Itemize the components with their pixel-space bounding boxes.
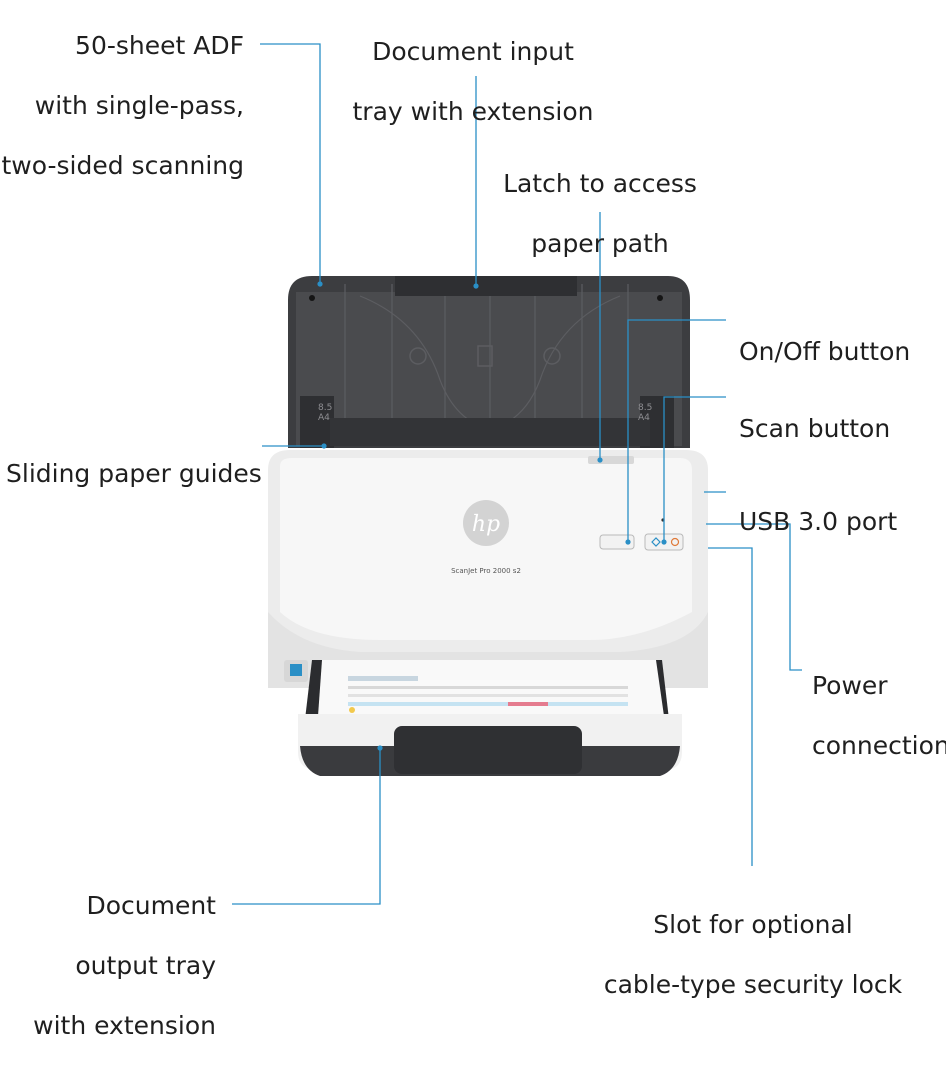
scanner-illustration: 8.5 A4 8.5 A4 hp ScanJet Pro 2000 s2: [232, 43, 802, 905]
product-label: ScanJet Pro 2000 s2: [451, 567, 521, 575]
callout-onoff: On/Off button: [739, 337, 911, 366]
paper-size-mark-right-a4: A4: [638, 413, 650, 423]
scanner-diagram: 8.5 A4 8.5 A4 hp ScanJet Pro 2000 s2: [1, 31, 946, 1040]
output-tray: [298, 660, 682, 776]
hp-logo: [463, 500, 509, 546]
paper-size-mark-right: 8.5: [638, 403, 652, 413]
callout-latch: Latch to access paper path: [503, 169, 697, 258]
callout-input-tray: Document input tray with extension: [352, 37, 594, 126]
paper-size-mark-left: 8.5: [318, 403, 332, 413]
callout-power: Power connection: [812, 671, 946, 760]
callout-lock: Slot for optional cable-type security lo…: [603, 910, 903, 999]
callout-guides: Sliding paper guides: [6, 459, 262, 488]
paper-size-mark-left-a4: A4: [318, 413, 330, 423]
leader-lines: [232, 43, 802, 905]
callout-output-tray: Document output tray with extension: [33, 891, 216, 1040]
hp-logo-text: hp: [472, 512, 500, 537]
callout-usb: USB 3.0 port: [739, 507, 898, 536]
callout-scan: Scan button: [739, 414, 891, 443]
callout-adf: 50-sheet ADF with single-pass, two-sided…: [1, 31, 244, 180]
input-tray: [288, 276, 690, 448]
onoff-button[interactable]: [599, 534, 635, 550]
